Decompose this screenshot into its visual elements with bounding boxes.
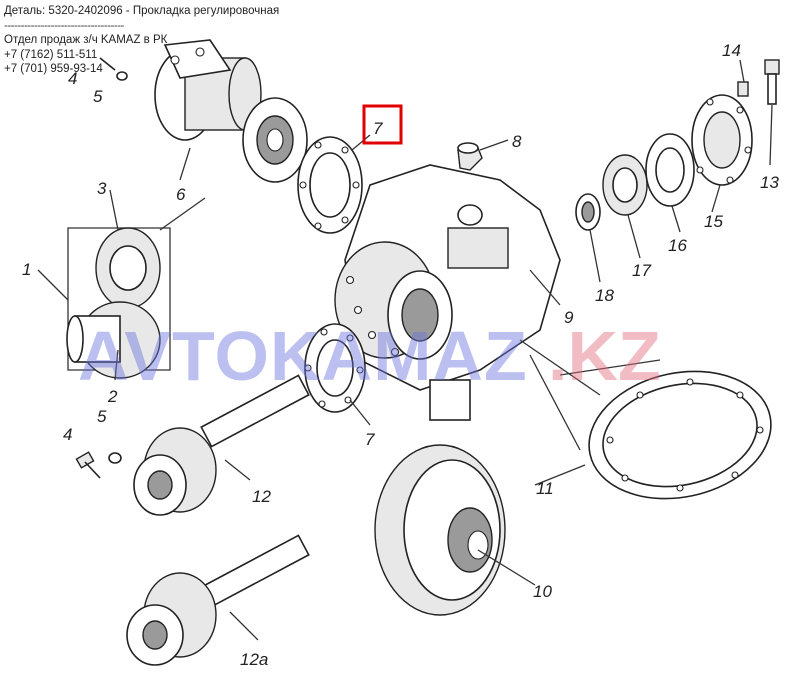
callout-7-highlighted: 7 bbox=[373, 119, 383, 138]
watermark-suffix: .KZ bbox=[548, 317, 661, 395]
callout-18: 18 bbox=[595, 286, 614, 305]
header-info: Деталь: 5320-2402096 - Прокладка регулир… bbox=[4, 4, 279, 77]
part-1-bracket-assembly bbox=[67, 227, 171, 371]
part-14-bolt bbox=[737, 81, 749, 97]
callout-2: 2 bbox=[107, 387, 118, 406]
part-15-cover-flange bbox=[691, 94, 753, 186]
callout-4-upper: 4 bbox=[68, 69, 77, 88]
callout-14: 14 bbox=[722, 41, 741, 60]
callout-6: 6 bbox=[176, 185, 186, 204]
callout-5-lower: 5 bbox=[97, 407, 107, 426]
part-5-washer-lower bbox=[108, 452, 122, 464]
part-7-shim-gasket-upper bbox=[297, 136, 363, 234]
part-12a-shaft-assembly bbox=[126, 534, 310, 666]
callout-5-upper: 5 bbox=[93, 87, 103, 106]
part-4-bolt-lower bbox=[75, 451, 101, 479]
callout-1: 1 bbox=[22, 260, 31, 279]
callout-17: 17 bbox=[632, 261, 651, 280]
callout-10: 10 bbox=[533, 582, 552, 601]
highlight-box bbox=[362, 104, 403, 145]
callout-9: 9 bbox=[564, 308, 574, 327]
callout-11: 11 bbox=[536, 479, 554, 498]
sales-line: Отдел продаж з/ч KAMAZ в РК bbox=[4, 34, 168, 46]
part-3-bevel-gear bbox=[95, 227, 161, 309]
part-4-bolt-upper bbox=[99, 57, 116, 71]
callout-3: 3 bbox=[97, 179, 107, 198]
part-6-drive-gear-assembly bbox=[154, 39, 308, 183]
phone-2: +7 (701) 959-93-14 bbox=[4, 63, 103, 75]
part-11-ring-gasket bbox=[588, 370, 772, 500]
part-5-washer-upper bbox=[116, 71, 128, 81]
callout-13: 13 bbox=[760, 173, 779, 192]
callout-4-lower: 4 bbox=[63, 425, 72, 444]
part-16-gasket bbox=[645, 133, 695, 207]
callout-16: 16 bbox=[668, 236, 687, 255]
part-2-spur-gear bbox=[66, 301, 161, 379]
part-13-bolt bbox=[764, 59, 780, 105]
watermark-text: AVTOKAMAZ bbox=[78, 317, 528, 395]
part-17-bearing bbox=[602, 154, 648, 216]
separator-line: ------------------------------------ bbox=[4, 19, 124, 32]
part-9-differential-housing bbox=[334, 164, 561, 421]
callout-12: 12 bbox=[252, 487, 271, 506]
detail-line: Деталь: 5320-2402096 - Прокладка регулир… bbox=[4, 5, 280, 17]
callout-8: 8 bbox=[512, 132, 522, 151]
callout-labels: 1 2 3 4 4 5 5 6 7 7 8 9 10 11 12 12a 13 … bbox=[22, 41, 779, 669]
part-7-shim-gasket-lower bbox=[304, 323, 366, 413]
watermark: AVTOKAMAZ .KZ bbox=[78, 317, 661, 395]
phone-1: +7 (7162) 511-511 bbox=[4, 48, 98, 61]
part-10-crown-gear bbox=[374, 444, 506, 616]
leader-lines bbox=[37, 59, 773, 641]
callout-12a: 12a bbox=[240, 650, 268, 669]
part-8-filler-plug bbox=[457, 142, 483, 171]
part-12-shaft-assembly bbox=[133, 374, 310, 516]
part-18-oil-seal bbox=[575, 193, 601, 231]
callout-15: 15 bbox=[704, 212, 723, 231]
callout-7-lower: 7 bbox=[365, 430, 375, 449]
